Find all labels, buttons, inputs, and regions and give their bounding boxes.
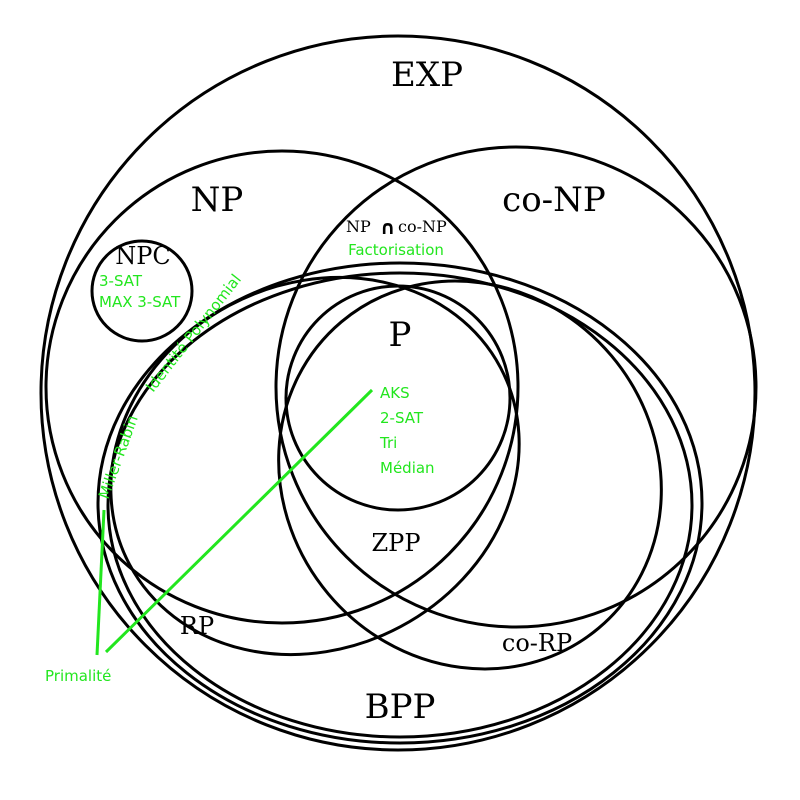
problem-3-sat: 3-SAT [99, 272, 143, 290]
rp-ellipse [109, 275, 521, 657]
zpp-label: ZPP [372, 529, 421, 557]
problem-max-3-sat: MAX 3-SAT [99, 293, 181, 311]
rp-label: RP [180, 612, 214, 640]
np-inter-label-co-np: co-NP [398, 217, 447, 236]
problem-2-sat: 2-SAT [380, 409, 424, 427]
primality-to-aks-line [104, 388, 374, 654]
bpp-ellipse-inner [106, 271, 694, 739]
bpp-label: BPP [365, 687, 436, 727]
exp-label: EXP [391, 55, 463, 95]
primality-to-miller-rabin-line [95, 509, 106, 656]
npc-label: NPC [115, 242, 171, 270]
problem-median: Médian [380, 459, 435, 477]
p-circle [284, 284, 512, 512]
bpp-ellipse-outer [96, 261, 704, 745]
np-inter-intersection-symbol: ∩ [380, 217, 395, 239]
npc-circle [90, 239, 194, 343]
co-np-circle [274, 145, 758, 629]
problem-primality: Primalité [45, 667, 111, 685]
co-np-label: co-NP [502, 180, 606, 220]
np-inter-label-np: NP [346, 217, 371, 236]
problem-tri: Tri [379, 434, 397, 452]
np-circle [44, 149, 520, 625]
problem-miller-rabin: Miller-Rabin [95, 413, 142, 502]
p-label: P [389, 315, 412, 355]
co-rp-ellipse [277, 279, 663, 671]
np-label: NP [191, 180, 244, 220]
co-rp-label: co-RP [502, 629, 572, 657]
problem-aks: AKS [380, 384, 410, 402]
problem-factorisation: Factorisation [348, 241, 444, 259]
